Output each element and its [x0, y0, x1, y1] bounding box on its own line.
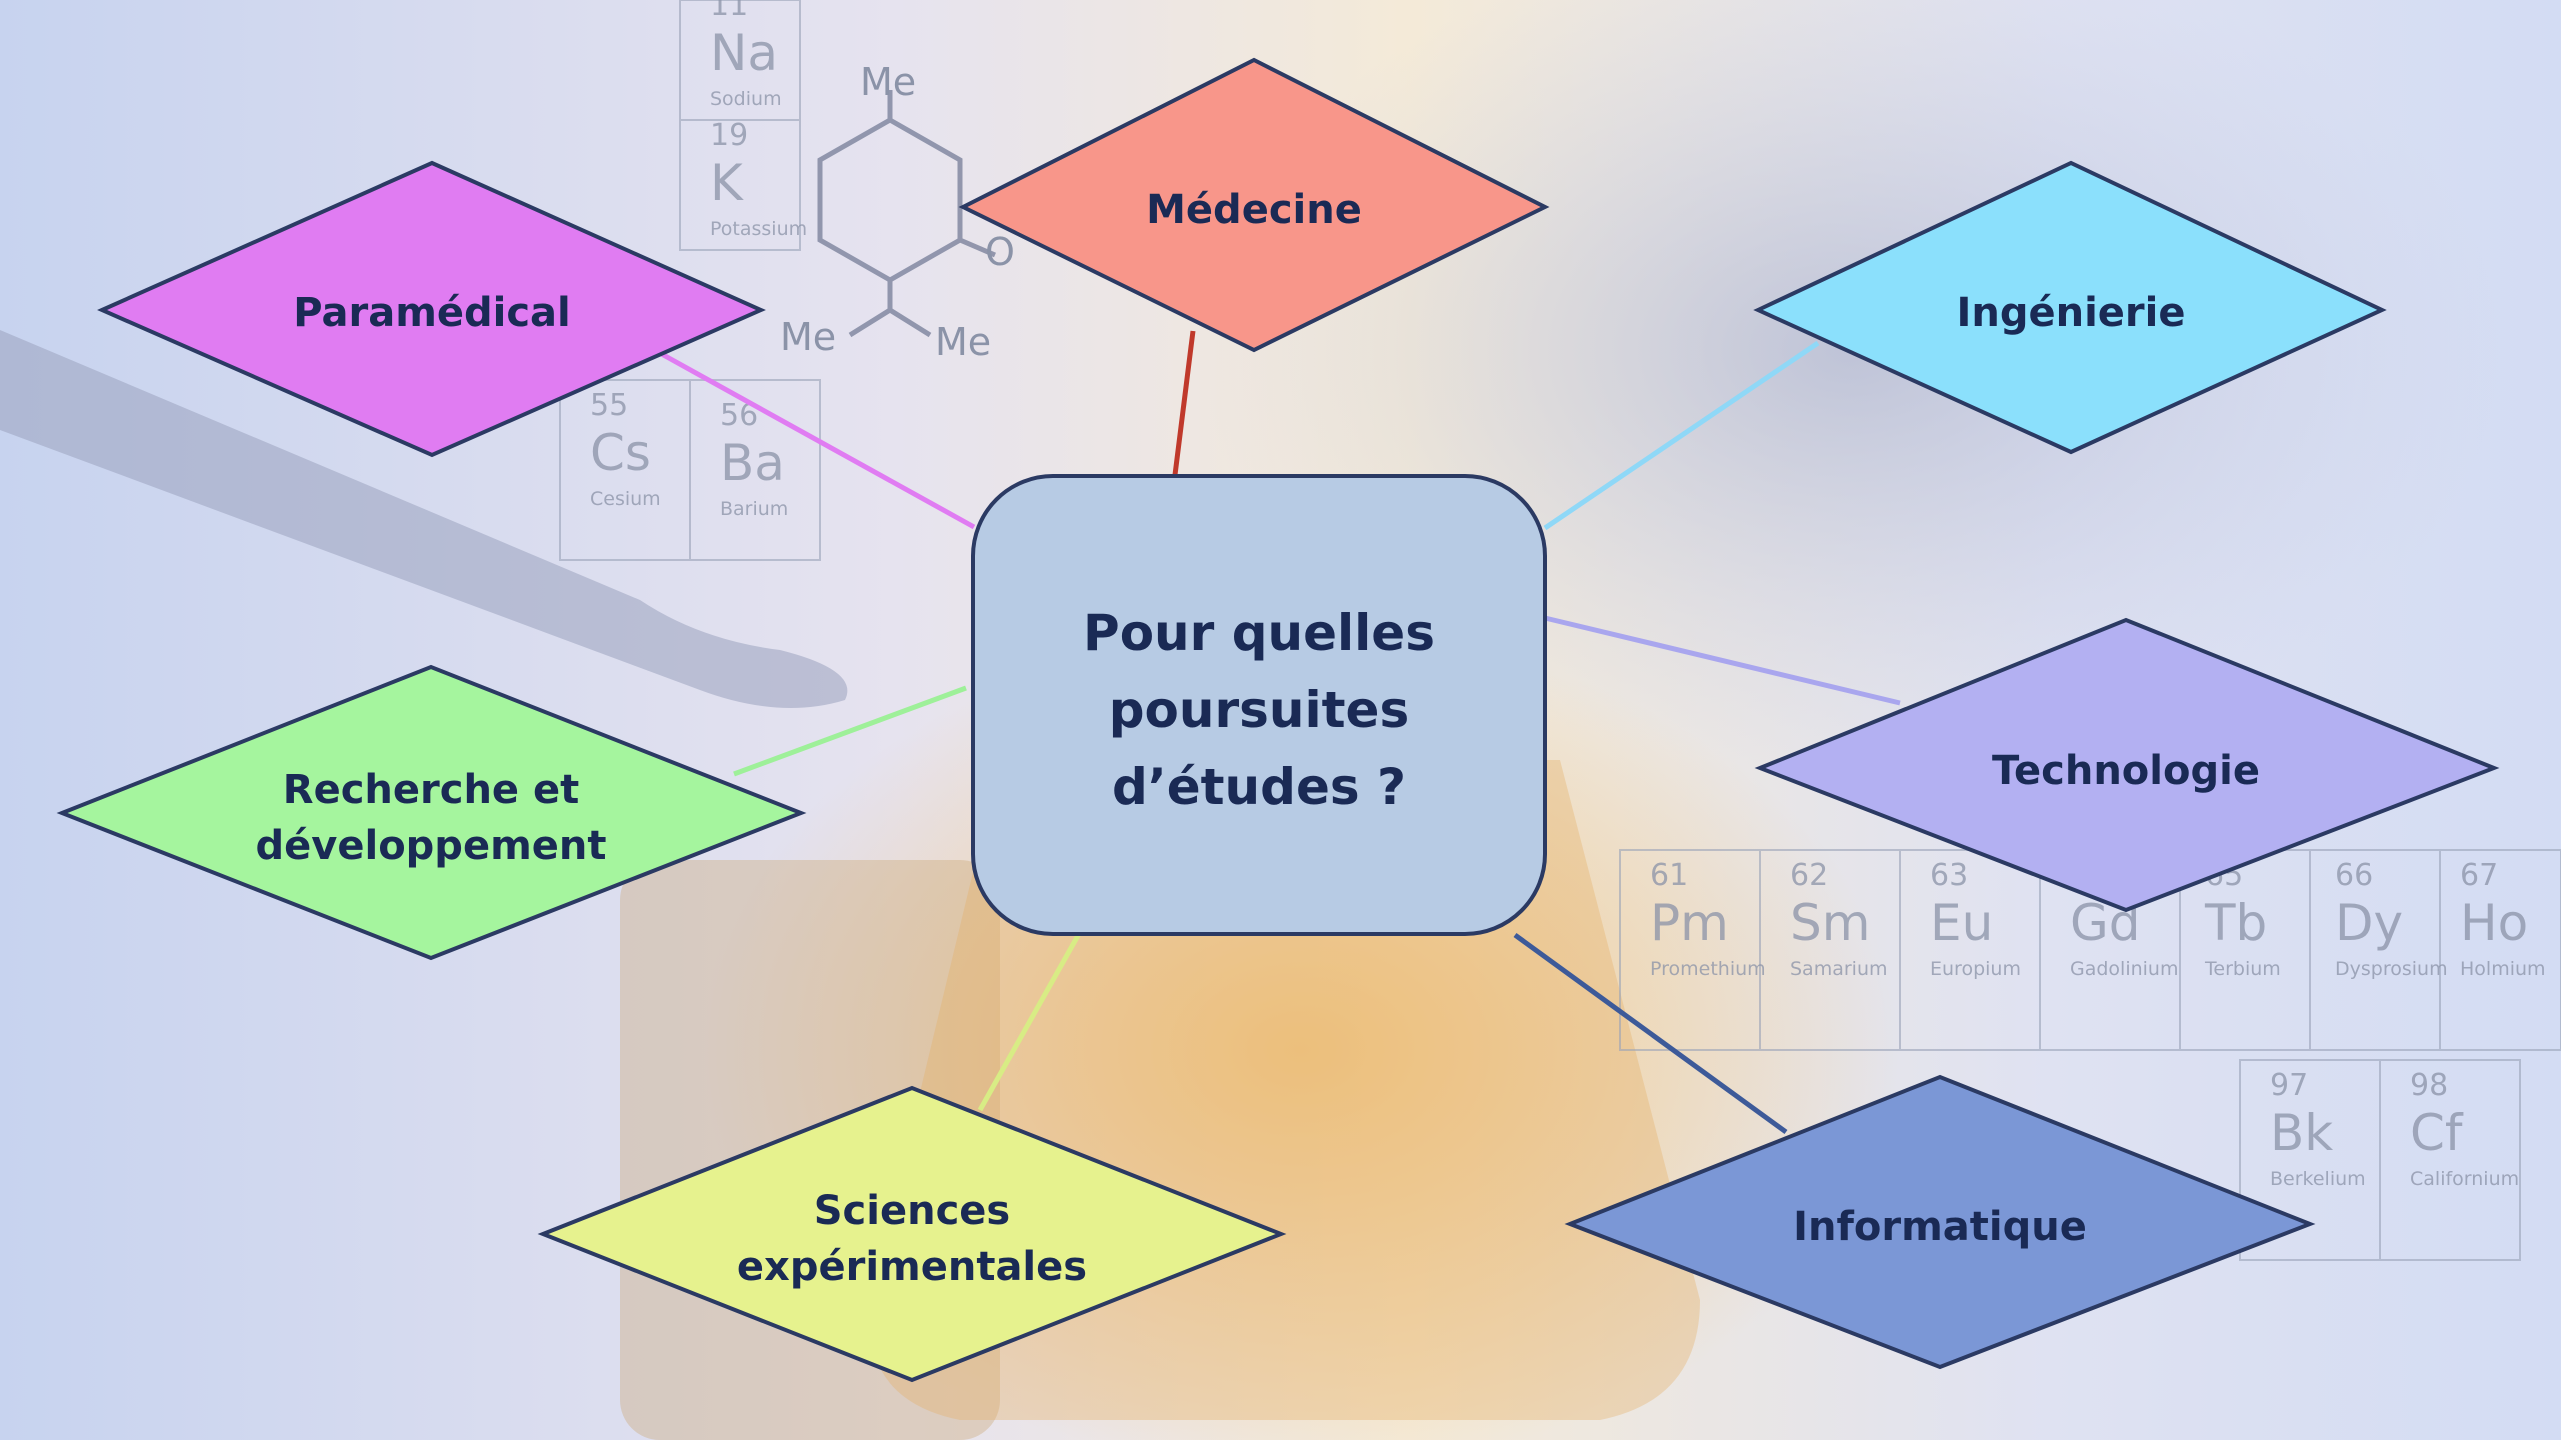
periodic-element-name: Barium	[720, 498, 788, 520]
periodic-element-name: Sodium	[710, 88, 782, 110]
connector-medecine	[1172, 330, 1196, 476]
node-paramedical: Paramédical	[97, 160, 766, 458]
node-medecine: Médecine	[958, 57, 1550, 353]
periodic-element-number: 19	[710, 118, 748, 153]
diamond-shape	[958, 57, 1550, 353]
periodic-element-symbol: Bk	[2270, 1104, 2333, 1162]
molecule-label: O	[985, 230, 1015, 274]
node-label-ingenierie: Ingénierie	[1956, 290, 2185, 336]
node-recherche: Recherche et développement	[56, 664, 807, 961]
node-sciences: Sciences expérimentales	[537, 1085, 1287, 1383]
node-label-technologie: Technologie	[1992, 748, 2260, 794]
central-question-line-3: d’études ?	[1112, 758, 1406, 816]
periodic-element-name: Dysprosium	[2335, 958, 2448, 980]
connector-paramedical	[656, 349, 976, 530]
periodic-element-name: Cesium	[590, 488, 661, 510]
periodic-element-name: Californium	[2410, 1168, 2519, 1190]
periodic-element-name: Samarium	[1790, 958, 1888, 980]
periodic-element-symbol: Na	[710, 24, 778, 82]
connector-technologie	[1544, 615, 1901, 706]
node-label-paramedical: Paramédical	[293, 290, 571, 336]
central-question-line-1: Pour quelles	[1083, 604, 1435, 662]
node-informatique: Informatique	[1564, 1074, 2316, 1370]
periodic-element-number: 63	[1930, 858, 1968, 893]
node-label-informatique: Informatique	[1793, 1204, 2087, 1250]
periodic-element-symbol: Tb	[2204, 894, 2267, 952]
node-label-sciences-line-1: Sciences	[814, 1188, 1010, 1234]
molecule-label: Me	[860, 60, 916, 104]
connector-sciences	[977, 930, 1083, 1112]
periodic-element-number: 61	[1650, 858, 1688, 893]
central-question-box: Pour quelles poursuites d’études ?	[971, 474, 1547, 936]
periodic-element-symbol: Eu	[1930, 894, 1993, 952]
periodic-element-number: 67	[2460, 858, 2498, 893]
periodic-element-number: 97	[2270, 1068, 2308, 1103]
periodic-element-name: Promethium	[1650, 958, 1766, 980]
periodic-element-symbol: Cf	[2410, 1104, 2464, 1162]
periodic-element-name: Holmium	[2460, 958, 2546, 980]
diamond-shape	[56, 664, 807, 961]
connector-informatique	[1513, 932, 1788, 1135]
periodic-element-number: 66	[2335, 858, 2373, 893]
diamond-shape	[1754, 617, 2500, 913]
periodic-element-name: Berkelium	[2270, 1168, 2366, 1190]
central-box-shape	[971, 474, 1547, 936]
node-label-sciences-line-2: expérimentales	[737, 1244, 1087, 1290]
molecule-label: Me	[935, 320, 991, 364]
diamond-shape	[1753, 160, 2387, 455]
periodic-element-number: 11	[710, 0, 748, 23]
node-ingenierie: Ingénierie	[1753, 160, 2387, 455]
periodic-element-symbol: K	[710, 154, 744, 212]
periodic-element-symbol: Sm	[1790, 894, 1870, 952]
node-label-medecine: Médecine	[1146, 187, 1362, 233]
periodic-element-number: 55	[590, 388, 628, 423]
node-label-recherche-line-2: développement	[256, 823, 607, 869]
diamond-shape	[537, 1085, 1287, 1383]
periodic-element: 19K Potassium	[710, 118, 807, 240]
diamond-shape	[1564, 1074, 2316, 1370]
periodic-element-number: 62	[1790, 858, 1828, 893]
connector-ingenierie	[1543, 340, 1820, 531]
diamond-shape	[97, 160, 766, 458]
molecule-label: Me	[780, 315, 836, 359]
periodic-element-number: 98	[2410, 1068, 2448, 1103]
periodic-element-name: Gadolinium	[2070, 958, 2178, 980]
periodic-element-symbol: Cs	[590, 424, 651, 482]
node-label-recherche-line-1: Recherche et	[283, 767, 579, 813]
node-technologie: Technologie	[1754, 617, 2500, 913]
periodic-element-symbol: Dy	[2335, 894, 2403, 952]
periodic-element-symbol: Pm	[1650, 894, 1729, 952]
periodic-element-name: Europium	[1930, 958, 2021, 980]
periodic-element-name: Potassium	[710, 218, 807, 240]
connector-recherche	[733, 685, 967, 777]
periodic-element-symbol: Ho	[2460, 894, 2528, 952]
periodic-element-name: Terbium	[2204, 958, 2281, 980]
periodic-element-symbol: Ba	[720, 434, 785, 492]
central-question-line-2: poursuites	[1109, 681, 1409, 739]
